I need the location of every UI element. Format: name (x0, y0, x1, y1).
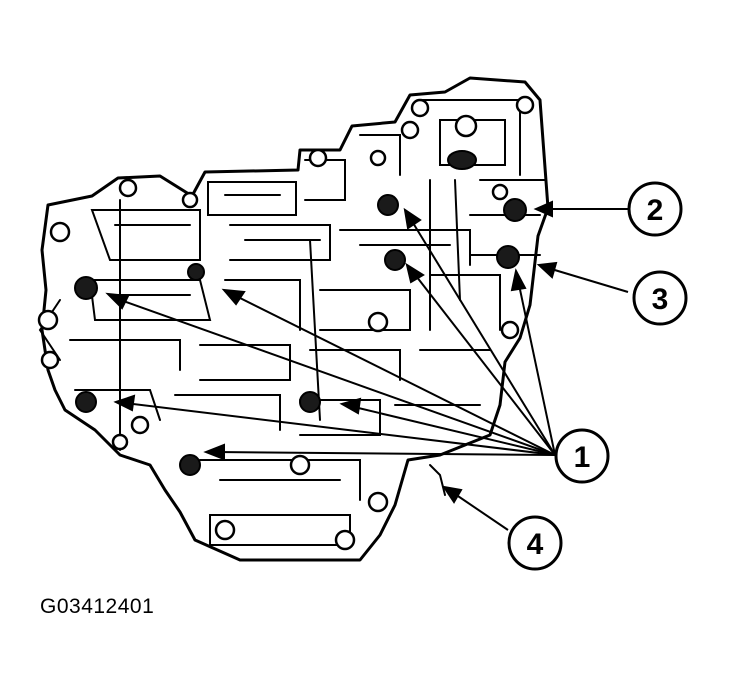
bolt-marker (187, 263, 205, 281)
callout-1: 1 (554, 428, 610, 484)
callout-4-leader (441, 485, 509, 531)
callout-1-circle (554, 428, 610, 484)
callout-1-label: 1 (574, 441, 591, 474)
callout-4-circle (507, 515, 563, 571)
callout-2-leader (533, 200, 628, 218)
callout-4: 4 (507, 515, 563, 571)
valve-body-bolts (74, 150, 527, 476)
callout-3: 3 (632, 270, 688, 326)
callout-circles: 2 3 1 4 (507, 181, 688, 571)
bolt-marker (299, 391, 321, 413)
bolt-marker (75, 391, 97, 413)
callout-3-circle (632, 270, 688, 326)
bolt-marker (74, 276, 98, 300)
callout-2: 2 (627, 181, 683, 237)
callout-3-leader (536, 261, 629, 293)
bolt-marker (384, 249, 406, 271)
callout-1-leaders (105, 207, 556, 461)
bolt-marker (447, 150, 477, 170)
mounting-bosses (37, 95, 535, 551)
bolt-marker (496, 245, 520, 269)
bolt-marker (179, 454, 201, 476)
bolt-marker (377, 194, 399, 216)
callout-4-label: 4 (527, 528, 544, 561)
valve-body-details (38, 99, 546, 546)
callout-2-label: 2 (647, 194, 664, 227)
bolt-marker (503, 198, 527, 222)
callout-2-circle (627, 181, 683, 237)
figure-id-label: G03412401 (40, 595, 155, 618)
callout-3-label: 3 (652, 283, 669, 316)
